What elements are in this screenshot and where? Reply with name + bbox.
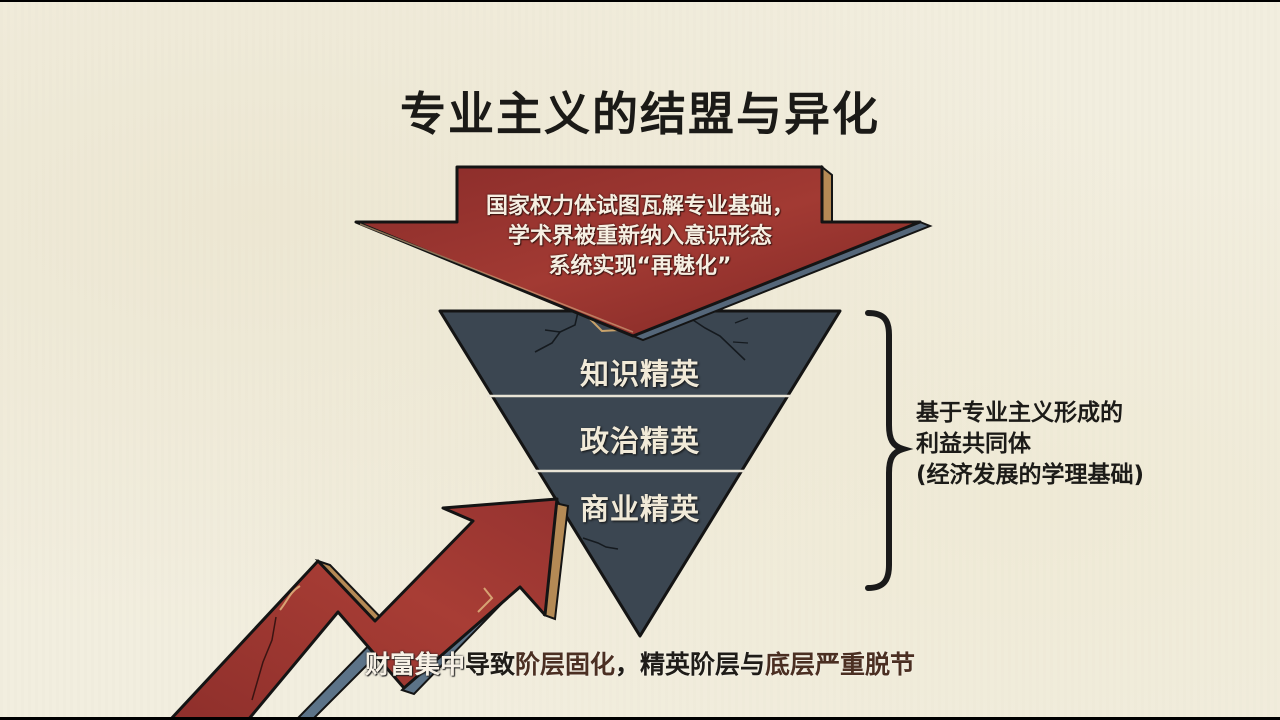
down-arrow-line: 国家权力体试图瓦解专业基础， [485,194,794,219]
caption-emphasis: 底层严重脱节 [765,650,916,679]
down-arrow-line: 系统实现“再魅化” [548,254,732,279]
caption-part: ，精英阶层与 [615,650,766,679]
tier-business-elite: 商业精英 [579,492,700,526]
brace-note-line: 基于专业主义形成的 [916,400,1123,426]
caption-part: 导致 [464,650,515,679]
page-title: 专业主义的结盟与异化 [400,87,880,141]
rising-arrow [170,497,570,717]
brace-note-line: 利益共同体 [916,431,1031,457]
tier-knowledge-elite: 知识精英 [579,357,700,391]
brace-icon [865,310,914,591]
caption-part: 财富集中 [364,650,465,679]
down-arrow-text: 国家权力体试图瓦解专业基础， 学术界被重新纳入意识形态 系统实现“再魅化” [455,192,825,282]
caption-emphasis: 阶层固化 [514,650,615,679]
caption: 财富集中导致阶层固化，精英阶层与底层严重脱节 [0,645,1280,681]
down-arrow-line: 学术界被重新纳入意识形态 [507,224,772,249]
down-arrow [354,164,933,342]
brace-note-line: (经济发展的学理基础) [916,462,1145,488]
brace-note: 基于专业主义形成的 利益共同体 (经济发展的学理基础) [916,398,1144,491]
tier-political-elite: 政治精英 [579,424,700,458]
